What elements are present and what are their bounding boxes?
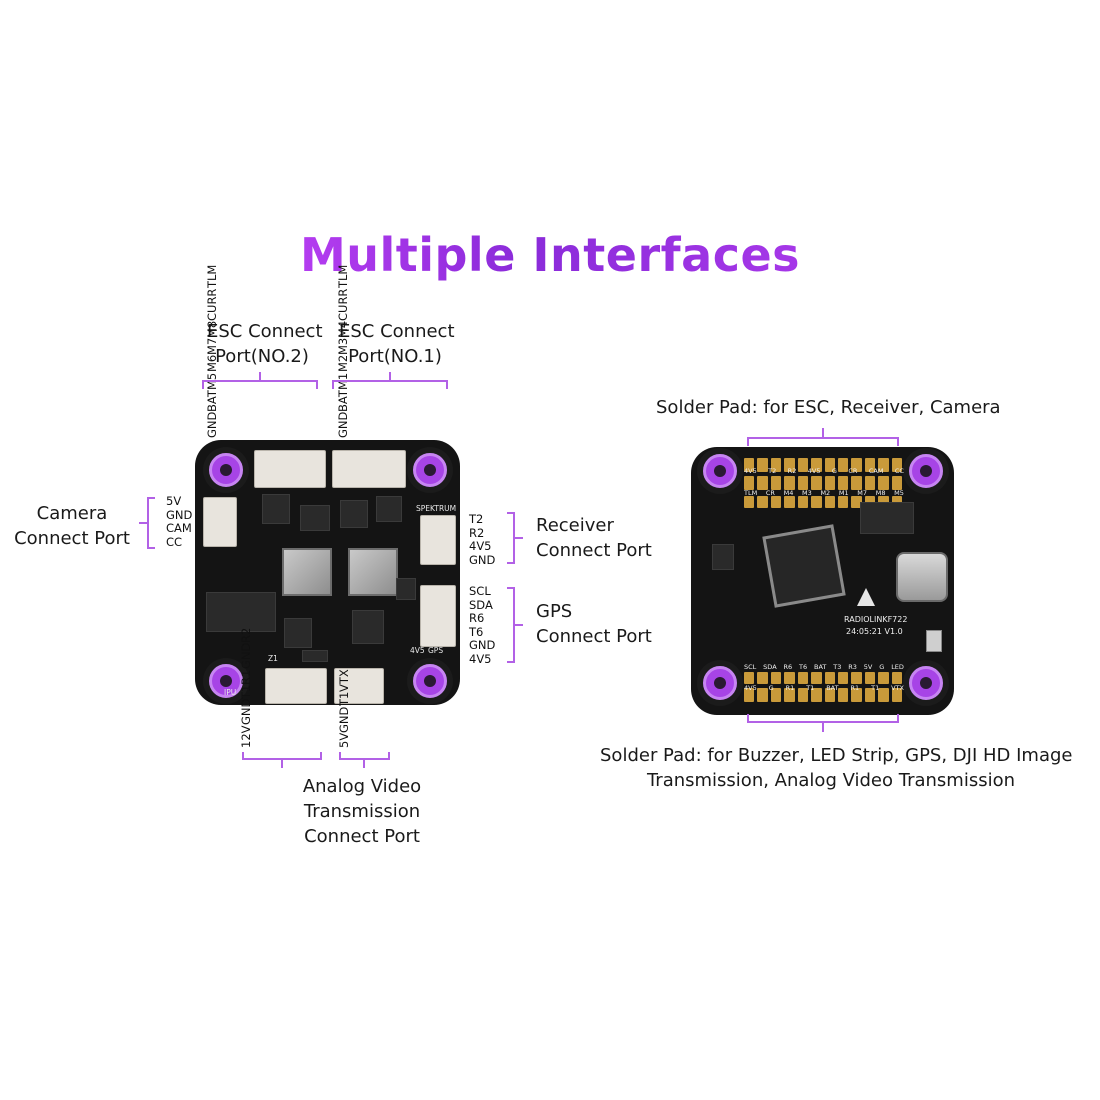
mount-hole-top-right (407, 447, 453, 493)
flash-chip (860, 502, 914, 534)
receiver-label: Receiver Connect Port (536, 515, 652, 561)
esc2-connector (254, 450, 326, 488)
right-top-label: Solder Pad: for ESC, Receiver, Camera (656, 397, 1001, 418)
camera-bracket (139, 497, 155, 549)
right-bottom-bracket (747, 714, 899, 732)
ic-chip-small (396, 578, 416, 600)
bottom-left-connector (265, 668, 327, 704)
mount-hole-bottom-right (407, 658, 453, 704)
tact-switch (926, 630, 942, 652)
top-solder-pad-row-1 (744, 458, 903, 472)
silk-ipu: IPU (224, 688, 237, 697)
inductor-right (348, 548, 398, 596)
ic-chip-top-b (300, 505, 330, 531)
mount-hole-bottom-right-r (903, 660, 949, 706)
gps-label: GPS Connect Port (536, 601, 652, 647)
ic-chip-bottom (302, 650, 328, 662)
esc2-bracket (202, 372, 318, 389)
silk-4v5: 4V5 (410, 646, 425, 655)
inductor-left (282, 548, 332, 596)
logo-arrow-icon (857, 588, 875, 606)
ic-chip-mid-b (284, 618, 312, 648)
camera-connector (203, 497, 237, 547)
top-solder-pad-row-2 (744, 476, 903, 490)
side-ic (712, 544, 734, 570)
mount-hole-top-left (203, 447, 249, 493)
analog-video-label: Analog Video Transmission Connect Port (302, 776, 422, 847)
gps-connector (420, 585, 456, 647)
silk-z1: Z1 (268, 654, 278, 663)
bottom-solder-pad-row-2 (744, 688, 903, 702)
silk-date: 24:05:21 V1.0 (846, 627, 903, 636)
ic-chip-top-c (340, 500, 368, 528)
ic-chip-mid-a (352, 610, 384, 644)
mount-hole-top-right-r (903, 448, 949, 494)
mount-hole-bottom-left (203, 658, 249, 704)
bottom-right-bracket (339, 752, 390, 768)
esc1-label: ESC Connect Port(NO.1) (339, 321, 455, 367)
receiver-connector (420, 515, 456, 565)
right-bottom-label: Solder Pad: for Buzzer, LED Strip, GPS, … (600, 745, 1073, 791)
silk-spektrum: SPEKTRUM (416, 504, 457, 513)
esc1-bracket (332, 372, 448, 389)
esc1-connector (332, 450, 406, 488)
ic-chip-top-d (376, 496, 402, 522)
mount-hole-bottom-left-r (697, 660, 743, 706)
camera-label: Camera Connect Port (14, 503, 130, 549)
ic-chip-top-a (262, 494, 290, 524)
bottom-solder-pad-row-1 (744, 672, 903, 684)
silk-model: RADIOLINKF722 (844, 615, 908, 624)
esc2-label: ESC Connect Port(NO.2) (207, 321, 323, 367)
receiver-bracket (507, 512, 523, 564)
right-top-bracket (747, 428, 899, 446)
usb-c-port (896, 552, 948, 602)
page-title: Multiple Interfaces (299, 228, 801, 282)
ic-chip-left (206, 592, 276, 632)
gps-bracket (507, 587, 523, 663)
bottom-right-connector (334, 668, 384, 704)
silk-gps: GPS (428, 646, 444, 655)
mount-hole-top-left-r (697, 448, 743, 494)
bottom-left-bracket (242, 752, 322, 768)
